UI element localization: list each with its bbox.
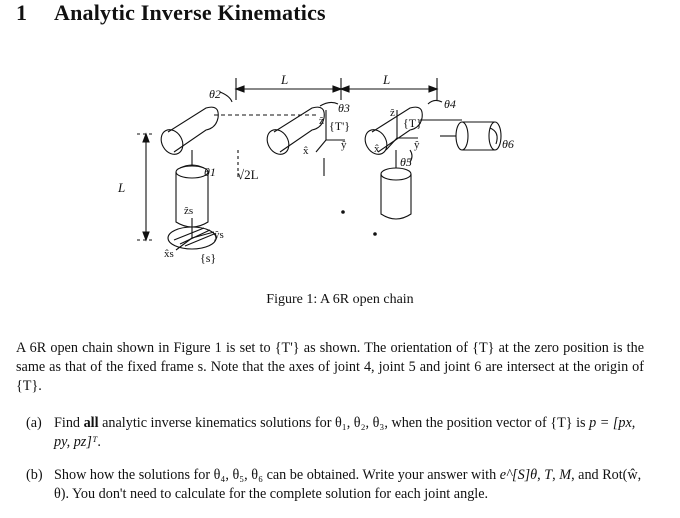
theta1-arrow [179,164,205,169]
theta4-arrow [427,99,443,105]
question-a-bold: all [83,415,99,431]
x-tprime-label: x̂ [303,145,309,157]
question-b-label: (b) [26,467,43,483]
section-title: Analytic Inverse Kinematics [54,0,326,25]
theta2-arrow [219,91,233,103]
x-t-label: x̂ [374,143,380,155]
joint3-cylinder [273,106,325,153]
theta2-label: θ2 [209,87,221,101]
dim-label-height: L [117,180,125,195]
ys-label: ŷs [214,229,224,241]
frame-t-prime-label: {T'} [329,119,350,133]
theta6-arrow [489,127,498,145]
frame-t-label: {T} [403,116,422,130]
problem-statement: A 6R open chain shown in Figure 1 is set… [16,340,644,394]
question-b-text: Show how the solutions for θ₄, θ₅, θ₆ ca… [54,467,642,502]
figure-caption: Figure 1: A 6R open chain [266,292,414,307]
section-heading: 1 Analytic Inverse Kinematics [16,0,326,26]
joint5-cylinder [380,174,412,220]
theta1-label: θ1 [204,165,216,179]
y-t-label: ŷ [414,139,420,151]
y-tprime-label: ŷ [341,139,347,151]
question-b-math-2: T [544,467,553,483]
joint2-cylinder [167,106,219,153]
theta3-label: θ3 [338,101,350,115]
question-b-math-1: e^[S]θ [499,467,538,483]
dim-label-root2L: √2L [237,167,259,182]
robot-diagram: L L L √2L θ1 θ2 θ3 θ4 θ5 θ6 {T'} {T} {s}… [117,72,514,265]
theta5-label: θ5 [400,155,412,169]
dim-label-left-link: L [280,72,288,87]
theta4-label: θ4 [444,97,456,111]
theta6-label: θ6 [502,137,514,151]
z-tprime-label: ẑ [319,115,324,127]
zs-label: ẑs [184,205,193,217]
theta3-arrow [319,101,339,107]
frame-s-label: {s} [200,251,216,265]
joint6-cylinder [462,121,495,151]
z-t-label: ẑ [390,107,395,119]
robot-figure: L L L √2L θ1 θ2 θ3 θ4 θ5 θ6 {T'} {T} {s}… [117,72,514,265]
theta5-arrow [409,149,413,163]
question-a-math: p = [px, py, pz]ᵀ [54,415,636,450]
dim-label-right-link: L [382,72,390,87]
question-b-math-3: M [559,467,572,483]
question-a: (a) Find all analytic inverse kinematics… [26,414,644,452]
joint4-cylinder [371,106,423,153]
question-a-label: (a) [26,415,42,431]
section-number: 1 [16,0,28,25]
question-b: (b) Show how the solutions for θ₄, θ₅, θ… [26,466,644,504]
question-a-text: Find all analytic inverse kinematics sol… [54,415,636,450]
xs-label: x̂s [164,248,174,260]
